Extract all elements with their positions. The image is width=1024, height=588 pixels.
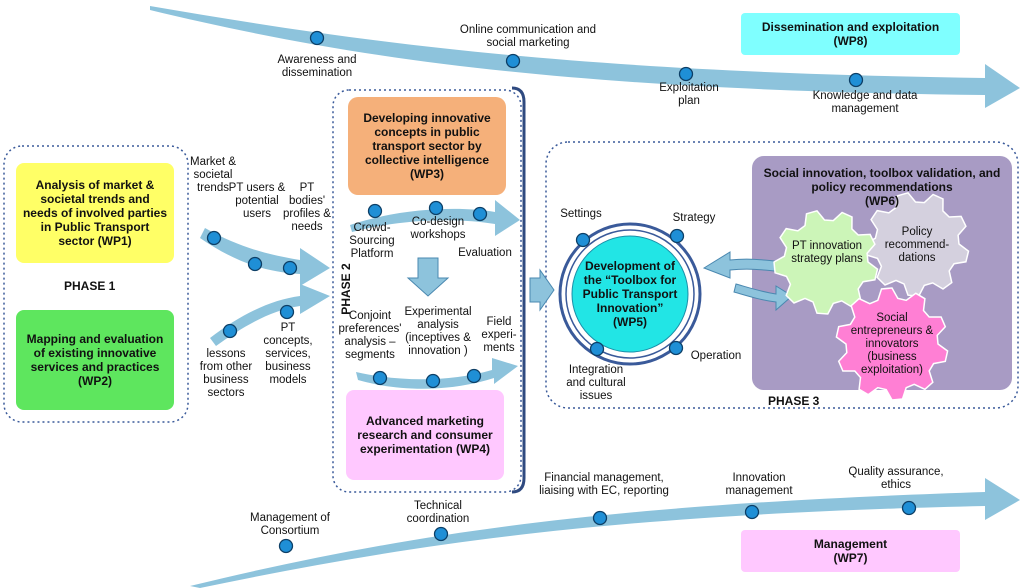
label-technical: Technical coordination bbox=[406, 500, 470, 525]
phase3-label: PHASE 3 bbox=[768, 394, 820, 408]
management-arrow bbox=[190, 478, 1020, 588]
gear-toolbox-arrow bbox=[733, 283, 793, 312]
wp8-code: (WP8) bbox=[833, 34, 868, 48]
label-innovation: Innovation management bbox=[725, 472, 793, 497]
gear-social-icon bbox=[835, 287, 949, 401]
dissemination-arrow bbox=[150, 6, 1020, 108]
label-operation: Operation bbox=[690, 350, 742, 362]
dot-financial bbox=[592, 510, 608, 526]
dot-field bbox=[466, 368, 482, 384]
dot-quality bbox=[901, 500, 917, 516]
label-field-experiments: Field experi-ments bbox=[481, 316, 517, 354]
wp7-title: Management bbox=[813, 537, 888, 551]
label-lessons: lessons from other business sectors bbox=[199, 348, 253, 399]
wp7-box[interactable]: Management(WP7) bbox=[741, 530, 960, 572]
dot-technical bbox=[433, 526, 449, 542]
label-online-communication: Online communication and social marketin… bbox=[459, 24, 597, 49]
label-strategy: Strategy bbox=[672, 212, 716, 224]
dot-pt-bodies bbox=[282, 260, 298, 276]
dot-innovation bbox=[744, 504, 760, 520]
dot-conjoint bbox=[372, 370, 388, 386]
label-financial: Financial management, liaising with EC, … bbox=[539, 472, 669, 497]
dot-integration bbox=[589, 341, 605, 357]
label-exploitation-plan: Exploitation plan bbox=[659, 82, 719, 107]
wp3-arrow bbox=[350, 200, 520, 236]
wp1-box[interactable]: Analysis of market & societal trends and… bbox=[16, 163, 174, 263]
label-pt-users: PT users & potential users bbox=[228, 182, 286, 220]
inputs-arrow-lower bbox=[210, 284, 330, 346]
wp8-box[interactable]: Dissemination and exploitation(WP8) bbox=[741, 13, 960, 55]
dot-online bbox=[505, 53, 521, 69]
label-market-trends: Market & societal trends bbox=[189, 156, 236, 194]
dot-lessons bbox=[222, 323, 238, 339]
wp4-box[interactable]: Advanced marketing research and consumer… bbox=[346, 390, 504, 480]
dot-consortium bbox=[278, 538, 294, 554]
label-conjoint: Conjoint preferences' analysis – segment… bbox=[338, 310, 402, 361]
dot-pt-users bbox=[247, 256, 263, 272]
dot-codesign bbox=[428, 200, 444, 216]
down-arrow bbox=[406, 257, 450, 297]
label-evaluation: Evaluation bbox=[458, 247, 512, 259]
gear-label-social: Social entrepreneurs & innovators (busin… bbox=[850, 312, 934, 376]
dot-experimental bbox=[425, 373, 441, 389]
phase1-label: PHASE 1 bbox=[64, 279, 116, 293]
dot-evaluation bbox=[472, 206, 488, 222]
label-experimental: Experimental analysis (inceptives & inno… bbox=[404, 306, 472, 357]
toolbox-circle bbox=[571, 235, 689, 353]
wp8-title: Dissemination and exploitation bbox=[761, 20, 940, 34]
wp6-title: Social innovation, toolbox validation, a… bbox=[756, 162, 1008, 212]
toolbox-ring-mid bbox=[565, 229, 695, 359]
label-crowd-sourcing: Crowd-Sourcing Platform bbox=[349, 222, 395, 260]
wp3-box[interactable]: Developing innovative concepts in public… bbox=[348, 97, 506, 195]
dot-awareness bbox=[309, 30, 325, 46]
label-consortium: Management of Consortium bbox=[250, 512, 330, 537]
label-integration: Integration and cultural issues bbox=[566, 364, 626, 402]
phase2-label: PHASE 2 bbox=[339, 263, 353, 315]
dot-settings bbox=[575, 232, 591, 248]
dot-knowledge bbox=[848, 72, 864, 88]
dot-strategy bbox=[669, 228, 685, 244]
label-pt-concepts: PT concepts, services, business models bbox=[263, 322, 313, 386]
label-quality: Quality assurance, ethics bbox=[848, 466, 944, 491]
wp7-code: (WP7) bbox=[833, 551, 868, 565]
gear-label-pt: PT innovation strategy plans bbox=[791, 240, 863, 265]
phase3-entry-arrow bbox=[529, 268, 555, 312]
dot-pt-concepts bbox=[279, 304, 295, 320]
dot-operation bbox=[668, 340, 684, 356]
label-codesign: Co-design workshops bbox=[410, 216, 466, 241]
toolbox-ring-outer bbox=[558, 222, 702, 366]
wp5-title[interactable]: Development of the “Toolbox for Public T… bbox=[582, 259, 678, 329]
gear-label-policy: Policy recommend-dations bbox=[884, 226, 950, 264]
dot-crowd bbox=[367, 203, 383, 219]
phase2-container bbox=[332, 89, 522, 493]
phase1-container bbox=[3, 145, 189, 423]
dot-exploitation bbox=[678, 66, 694, 82]
wp6-code: (WP6) bbox=[865, 194, 899, 208]
dot-market bbox=[206, 230, 222, 246]
phase2-bracket bbox=[511, 86, 526, 494]
label-pt-bodies: PT bodies' profiles & needs bbox=[283, 182, 331, 233]
wp2-box[interactable]: Mapping and evaluation of existing innov… bbox=[16, 310, 174, 410]
label-settings: Settings bbox=[560, 208, 602, 220]
label-knowledge: Knowledge and data management bbox=[812, 90, 918, 115]
inputs-arrow-upper bbox=[200, 228, 330, 286]
wp6-title-text: Social innovation, toolbox validation, a… bbox=[763, 166, 1001, 194]
label-awareness: Awareness and dissemination bbox=[277, 54, 357, 79]
